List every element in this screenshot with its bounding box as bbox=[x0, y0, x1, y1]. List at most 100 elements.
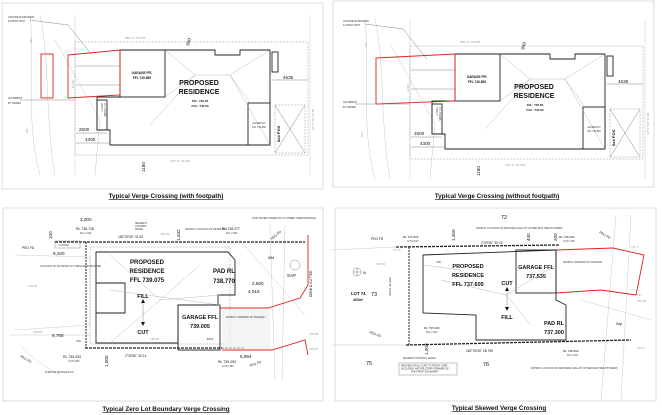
concrete-note-2: & FRONT PATH bbox=[343, 24, 360, 27]
bearing-bottom: 2°29'30" 32.14 bbox=[125, 354, 147, 358]
porch-label: PORCH bbox=[435, 107, 438, 116]
dim-1000: 1,000 bbox=[104, 355, 109, 367]
dim-440: 440 bbox=[526, 233, 531, 241]
caption: Typical Verge Crossing (with footpath) bbox=[109, 193, 224, 200]
wm-label: WM bbox=[268, 256, 274, 260]
level-label: 738.69 bbox=[28, 284, 38, 288]
level-label: 738.98 bbox=[309, 332, 319, 336]
residence-title-2: RESIDENCE bbox=[179, 89, 220, 96]
alfresco-label: ALFRESCO bbox=[253, 122, 266, 125]
plan-verge-with-footpath: CONCRETE DRIVEWAY & FRONT PATH LETTERBOX… bbox=[1, 2, 324, 200]
level-label: 738.72 bbox=[160, 232, 170, 236]
dim-4300: 4300 bbox=[420, 141, 431, 146]
pad-rl-label: PAD RL bbox=[213, 269, 235, 275]
porch-ffl: FFL 740.865 bbox=[438, 107, 441, 121]
garage-ffl: FFL 740.865 bbox=[468, 80, 486, 84]
garage-ffl: 739.005 bbox=[190, 324, 210, 330]
ffl-value: FFL: 740.95 bbox=[192, 99, 209, 103]
site-plan: CONCRETE DRIVEWAY & FRONT PATH LETTERBOX… bbox=[332, 0, 655, 188]
dim-5894: 5,894 bbox=[240, 354, 252, 359]
bearing-left: 272°47' 13.50 bbox=[388, 277, 392, 296]
letterbox-note-2: BY OWNER bbox=[8, 102, 21, 105]
bin-area bbox=[271, 51, 279, 73]
dim-100: 100 bbox=[48, 231, 53, 239]
alfresco-outline bbox=[247, 102, 271, 146]
setback-bottom: 1180 bbox=[141, 162, 146, 172]
residence-title-2: RESIDENCE bbox=[129, 269, 164, 275]
bin-area bbox=[606, 55, 614, 77]
residence-title-2: RESIDENCE bbox=[452, 273, 484, 279]
level-label: 737.4 bbox=[631, 245, 639, 249]
pad-rl-value: 737.300 bbox=[544, 330, 564, 336]
residence-ffl: FFL 739.075 bbox=[130, 278, 165, 284]
footpath-highlight bbox=[40, 53, 54, 99]
porch-outline bbox=[96, 99, 108, 131]
bearing-right: 10°17'10" 14.00 bbox=[311, 108, 315, 130]
rl-bottom-right-cut: CUT 0.463 bbox=[222, 365, 234, 368]
dim-9768: 9,768 bbox=[52, 333, 64, 338]
rl-top-right-cut: CUT 0.735 bbox=[563, 240, 575, 243]
rl-top-left: RL 737.916 bbox=[403, 235, 419, 239]
dim-1332: 1,332 bbox=[176, 229, 181, 241]
residence-title: PROPOSED bbox=[130, 260, 165, 266]
pos-label: 6x4 POS bbox=[611, 129, 616, 146]
retaining-wall-note: APPROX. LOCATION OF RETAINING WALL BY OT… bbox=[476, 227, 563, 230]
level-label: 738.65 bbox=[33, 330, 43, 334]
sap-label: Sap bbox=[616, 322, 622, 326]
garage-ffl: FFL 740.865 bbox=[133, 76, 151, 80]
fence-note: SEGMENT CONTROL FENCE bbox=[403, 357, 436, 360]
dim-200: 200 bbox=[553, 233, 558, 241]
fence-note: SEGMENT bbox=[135, 222, 147, 225]
rl-bottom-left: RL 739.433 bbox=[63, 355, 81, 359]
pos-label: 6x4 POS bbox=[276, 125, 281, 142]
fence-note-2: CONTROL bbox=[135, 225, 147, 228]
peg-label: PEG FD bbox=[249, 360, 262, 368]
garage-label: GARAGE FFL bbox=[518, 265, 554, 271]
concrete-note-2: & FRONT PATH bbox=[8, 20, 25, 23]
gutter-label: GUTTER bbox=[59, 244, 69, 247]
bearing-top: 280°17' 29.935 bbox=[125, 36, 145, 40]
north-label: N bbox=[363, 270, 366, 275]
concrete-note: CONCRETE DRIVEWAY bbox=[343, 20, 370, 23]
bank-label: BANK bbox=[207, 338, 214, 341]
caption: Typical Zero Lot Boundary Verge Crossing bbox=[102, 406, 229, 413]
rl-top-left-cut: CUT 0.613 bbox=[407, 240, 419, 243]
garage-label: GARAGE FFL bbox=[182, 315, 218, 321]
rl-top-left: RL 738.728 bbox=[76, 227, 94, 231]
rl-top-right-fill: FILL 0.393 bbox=[226, 232, 238, 235]
turf-note-3: THE FRONT BOUNDARY bbox=[411, 371, 439, 374]
lot-boundary-bottom bbox=[405, 339, 632, 346]
peg-label: PEG FD bbox=[371, 237, 384, 241]
bearing-top: 182°29'30" 31.52 bbox=[118, 235, 143, 239]
clothesline-note: LOCATION OF OUTDOOR CLOTHESLINE BY BUILD… bbox=[40, 265, 101, 268]
bearing-top: 280°17' 29.935 bbox=[460, 40, 480, 44]
dim-1000: 1,000 bbox=[424, 343, 429, 355]
bearing-bottom: 100°17' 29.935 bbox=[170, 159, 190, 163]
peg-label: PEG FD bbox=[369, 330, 382, 338]
peg-label: PEG FD bbox=[599, 230, 612, 240]
contour-label: 740 bbox=[29, 38, 33, 43]
dim-9100: 9,100 bbox=[53, 251, 65, 256]
garage-ffl: 737,535 bbox=[526, 274, 546, 280]
retaining-wall-note-2: APPROX. LOCATION OF RETAINING WALL BY OT… bbox=[531, 367, 618, 370]
front-width: 14.00 bbox=[406, 84, 410, 92]
concrete-note: CONCRETE DRIVEWAY bbox=[8, 16, 35, 19]
cut-label: CUT bbox=[137, 330, 149, 336]
letterbox-note: LETTERBOX bbox=[343, 101, 358, 104]
toe-label: TOE bbox=[76, 340, 81, 343]
rl-top-right: RL 738.377 bbox=[222, 227, 240, 231]
garage-outline bbox=[515, 249, 557, 294]
driveway-crossing-highlight bbox=[220, 235, 309, 356]
alfresco-outline bbox=[582, 106, 606, 150]
drawing-frame bbox=[1, 2, 324, 190]
lot-75: 75 bbox=[366, 361, 372, 367]
rl-mid-left-fill: FILL 0.100 bbox=[426, 331, 438, 334]
rl-bottom-right-fill: FILL 0.317 bbox=[567, 354, 579, 357]
pad-rl-label: PAD RL bbox=[544, 321, 565, 327]
alfresco-ffl: FFL 740.865 bbox=[252, 126, 266, 129]
residence-title: PROPOSED bbox=[452, 264, 483, 270]
caption: Typical Skewed Verge Crossing bbox=[452, 405, 547, 412]
residence-title: PROPOSED bbox=[179, 80, 219, 87]
lot-number: LOT 74 bbox=[351, 291, 366, 296]
bearing-bottom: 182°29'30" 28.795 bbox=[466, 349, 493, 353]
